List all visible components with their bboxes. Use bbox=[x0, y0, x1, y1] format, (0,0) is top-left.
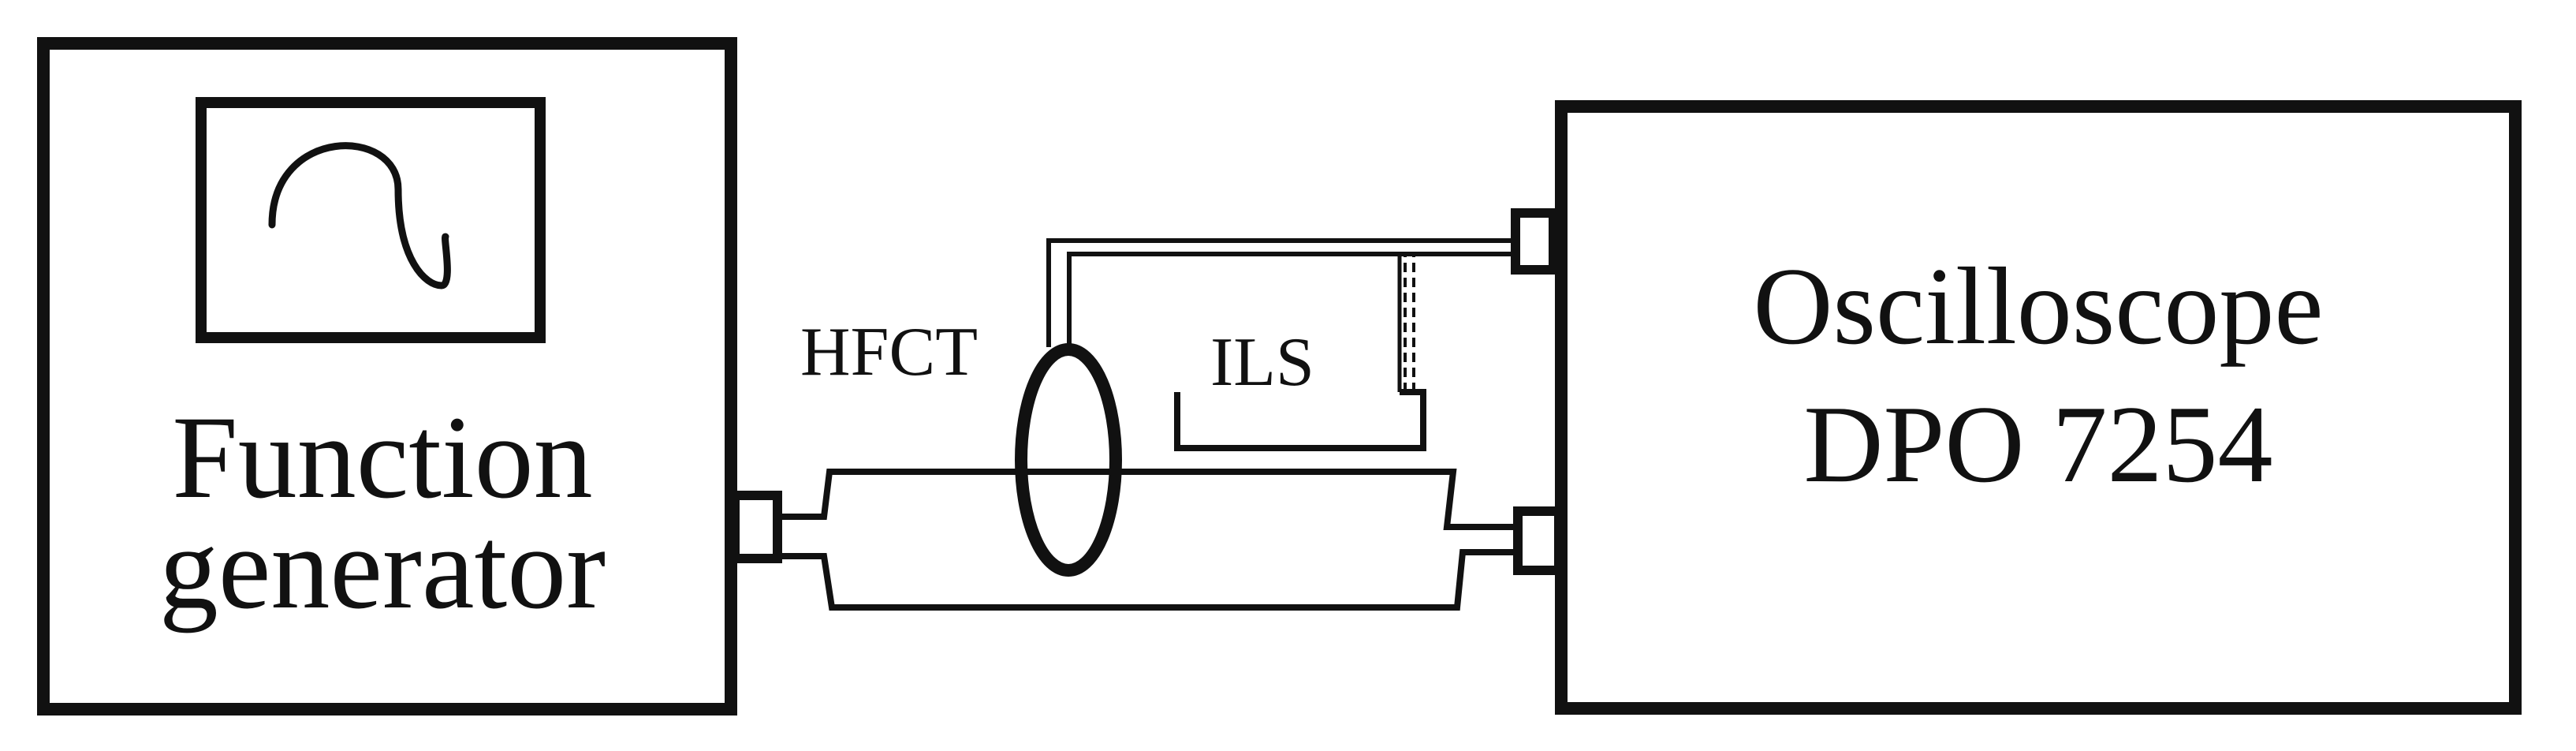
function-generator-label-line1: Function bbox=[172, 392, 592, 523]
sine-wave-icon bbox=[268, 142, 451, 290]
oscilloscope-label-line1: Oscilloscope bbox=[1753, 245, 2323, 368]
function-generator-block: Function generator bbox=[37, 37, 737, 716]
hfct-label: HFCT bbox=[800, 314, 978, 390]
oscilloscope-input-connector-bottom bbox=[1513, 506, 1564, 575]
hfct-signal-cable bbox=[1046, 238, 1515, 347]
ils-label: ILS bbox=[1210, 324, 1314, 401]
function-generator-label-line2: generator bbox=[159, 503, 606, 633]
oscilloscope-label-line2: DPO 7254 bbox=[1803, 383, 2272, 506]
test-cable-loop bbox=[777, 469, 1518, 611]
function-generator-output-connector bbox=[730, 491, 782, 563]
hfct-ring bbox=[1015, 343, 1122, 577]
ils-sensor bbox=[1174, 254, 1426, 451]
oscilloscope-box bbox=[1555, 100, 2522, 715]
function-generator-box bbox=[37, 37, 737, 716]
oscilloscope-block: Oscilloscope DPO 7254 bbox=[1555, 100, 2522, 715]
function-generator-screen bbox=[196, 97, 546, 343]
oscilloscope-input-connector-top bbox=[1511, 208, 1558, 275]
